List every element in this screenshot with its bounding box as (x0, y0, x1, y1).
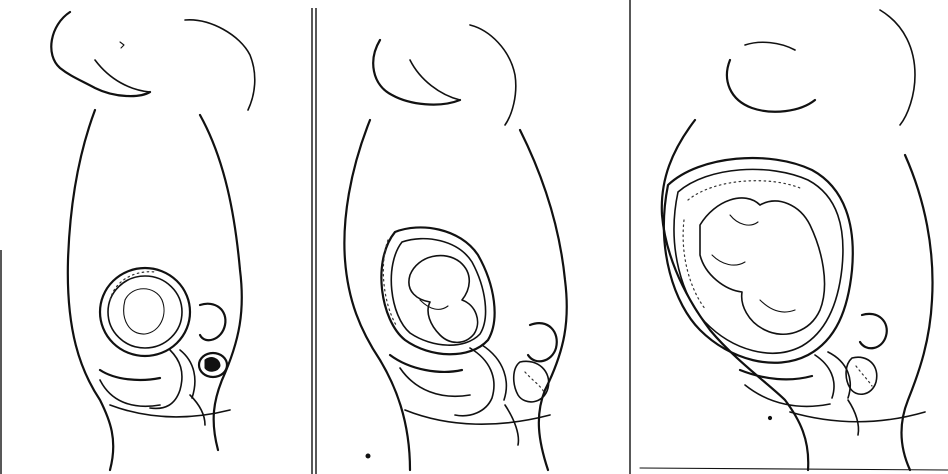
breast-outline-3 (727, 60, 815, 112)
cervix-3 (815, 355, 834, 398)
breast-lower-line-2 (410, 60, 460, 100)
perineum-2 (505, 405, 518, 445)
bowel-1 (200, 304, 225, 341)
speck-2 (366, 454, 370, 458)
placenta-texture-3b (683, 220, 706, 310)
fetus-1 (124, 289, 164, 334)
panel-mid-pregnancy (344, 25, 566, 470)
shoulder-curve-2 (470, 25, 516, 125)
bowel-3 (860, 314, 887, 348)
body-front-contour-2 (344, 120, 410, 470)
fetus-limb-3a (712, 255, 745, 265)
rectum-2 (514, 361, 549, 402)
rectum-dark-1 (205, 358, 220, 372)
breast-outline-1 (51, 12, 150, 96)
body-back-contour-1 (200, 115, 242, 450)
shoulder-curve-3 (880, 10, 915, 125)
thigh-line-1 (110, 405, 230, 417)
pubic-line-1 (100, 370, 160, 380)
fetus-limb-3c (730, 215, 758, 225)
breast-lower-line-1 (95, 60, 150, 92)
nipple-1 (120, 42, 124, 48)
perineum-3 (848, 400, 859, 435)
shoulder-curve-1 (185, 20, 255, 110)
breast-lower-line-3 (745, 42, 795, 50)
body-back-contour-3 (901, 155, 932, 470)
body-back-contour-2 (520, 130, 567, 470)
fetus-3 (700, 198, 825, 334)
amniotic-sac-1 (108, 276, 182, 348)
bottom-frame-line (640, 468, 948, 470)
uterus-1 (100, 268, 190, 356)
panel-late-pregnancy (662, 10, 933, 470)
abdominal-fold-1 (100, 380, 160, 406)
speck-3 (768, 416, 771, 419)
panel-early-pregnancy (51, 12, 254, 470)
uterus-3 (664, 158, 853, 363)
rectum-3 (846, 357, 877, 394)
fetus-limb-3b (760, 300, 795, 312)
fetus-2 (409, 256, 478, 343)
amniotic-sac-2 (391, 239, 485, 346)
cervix-2 (455, 348, 494, 416)
bowel-texture-3 (856, 366, 872, 386)
bowel-2 (528, 323, 557, 361)
perineum-1 (190, 395, 205, 425)
placenta-texture-3 (688, 181, 800, 200)
bowel-texture-2 (525, 372, 544, 392)
